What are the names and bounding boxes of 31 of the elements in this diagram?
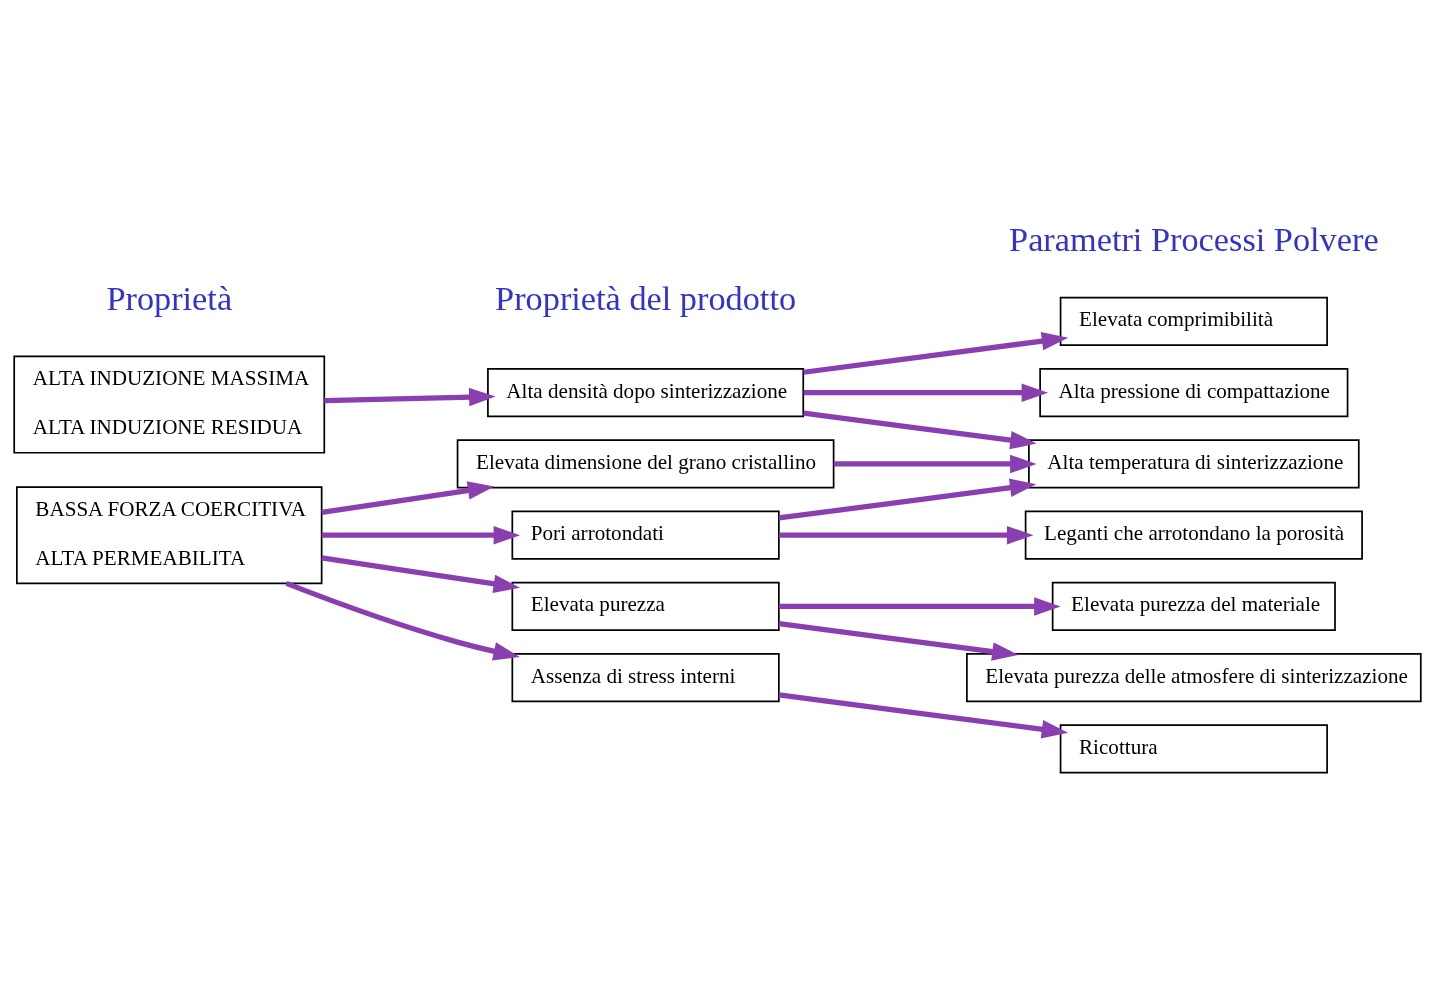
arrow <box>324 387 496 406</box>
arrow <box>803 331 1069 375</box>
label: Proprietà <box>106 278 233 317</box>
arrow <box>778 620 1019 661</box>
node-box: Elevata purezza delle atmosfere di sinterizzazione <box>966 652 1422 702</box>
node-box: Pori arrotondati <box>511 510 780 560</box>
node-box: Elevata comprimibilità <box>1059 296 1328 346</box>
node-box: Assenza di stress interni <box>511 652 780 702</box>
arrow <box>321 480 495 515</box>
arrow <box>833 454 1037 473</box>
node-box: Elevata purezza <box>511 581 780 631</box>
node-box: Alta densità dopo sinterizzazione <box>487 367 805 417</box>
arrow <box>321 554 520 593</box>
arrow <box>803 410 1037 449</box>
arrow <box>778 478 1037 521</box>
node-box: Alta pressione di compattazione <box>1039 367 1349 417</box>
arrow <box>779 525 1034 544</box>
arrow <box>803 382 1049 402</box>
node-box: ALTA INDUZIONE MASSIMA ALTA INDUZIONE RESIDUA <box>13 355 326 454</box>
arrow <box>778 691 1069 738</box>
node-box: Ricottura <box>1059 723 1328 774</box>
node-box: BASSA FORZA COERCITIVA ALTA PERMEABILITA <box>16 485 323 584</box>
node-box: Leganti che arrotondano la porosità <box>1024 510 1363 560</box>
node-box: Elevata purezza del materiale <box>1051 581 1336 631</box>
arrow <box>779 596 1061 616</box>
label: Proprietà del prodotto <box>495 278 797 317</box>
arrow <box>285 580 520 660</box>
node-box: Elevata dimensione del grano cristallino <box>456 438 835 489</box>
arrow <box>321 525 521 544</box>
label: Parametri Processi Polvere <box>1009 219 1379 258</box>
node-box: Alta temperatura di sinterizzazione <box>1028 438 1360 489</box>
